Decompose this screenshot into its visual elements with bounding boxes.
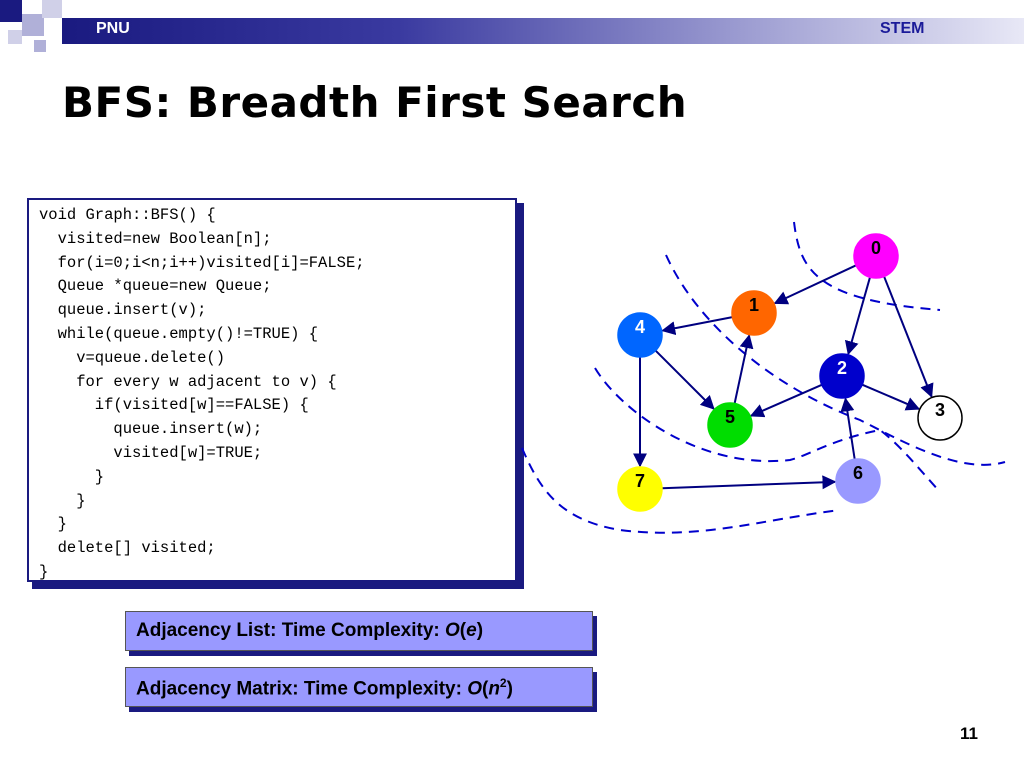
complexity-matrix-box: Adjacency Matrix: Time Complexity: O(n2) xyxy=(125,667,593,707)
logo-square-1 xyxy=(0,0,22,22)
logo-square-3 xyxy=(42,0,62,18)
code-line: visited=new Boolean[n]; xyxy=(39,229,272,248)
complexity-matrix-var: n xyxy=(488,678,500,700)
complexity-matrix-big-o: O xyxy=(467,678,482,700)
complexity-matrix-close: ) xyxy=(506,678,513,700)
complexity-list-prefix: Adjacency List: Time Complexity: xyxy=(136,620,446,641)
complexity-list-close: ) xyxy=(476,620,484,641)
page-number: 11 xyxy=(960,724,978,743)
code-box: void Graph::BFS() { visited=new Boolean[… xyxy=(27,198,517,582)
code-line: delete[] visited; xyxy=(39,539,216,558)
level-line-4 xyxy=(521,447,841,534)
edge-5-to-1 xyxy=(733,334,754,404)
logo-square-2 xyxy=(22,14,44,36)
edge-4-to-5 xyxy=(654,349,715,410)
complexity-list-box: Adjacency List: Time Complexity: O(e) xyxy=(125,611,593,651)
logo-square-4 xyxy=(8,30,22,44)
graph-node-label-6: 6 xyxy=(853,463,863,483)
complexity-list-open: ( xyxy=(459,620,467,641)
graph-node-3 xyxy=(917,395,963,441)
code-line: Queue *queue=new Queue; xyxy=(39,277,272,296)
graph-node-5 xyxy=(707,402,753,448)
code-line: for(i=0;i<n;i++)visited[i]=FALSE; xyxy=(39,253,365,272)
graph-node-6 xyxy=(835,458,881,504)
complexity-list-var: e xyxy=(466,620,477,641)
graph-node-0 xyxy=(853,233,899,279)
edge-6-to-2 xyxy=(840,397,856,460)
code-line: if(visited[w]==FALSE) { xyxy=(39,396,309,415)
edge-0-to-3 xyxy=(883,276,934,398)
graph-node-label-4: 4 xyxy=(635,317,645,337)
edge-1-to-4 xyxy=(661,316,733,336)
complexity-matrix-open: ( xyxy=(481,678,489,700)
edge-2-to-5 xyxy=(749,383,823,418)
code-line: while(queue.empty()!=TRUE) { xyxy=(39,324,319,343)
edge-7-to-6 xyxy=(661,475,837,490)
complexity-matrix-exp: 2 xyxy=(499,676,507,690)
header-right-label: STEM xyxy=(880,20,925,37)
graph-node-4 xyxy=(617,312,663,358)
complexity-matrix-prefix: Adjacency Matrix: Time Complexity: xyxy=(136,678,468,700)
edge-2-to-3 xyxy=(861,383,921,411)
graph-node-label-1: 1 xyxy=(749,295,759,315)
logo-square-5 xyxy=(34,40,46,52)
code-line: visited[w]=TRUE; xyxy=(39,443,263,462)
code-line: for every w adjacent to v) { xyxy=(39,372,337,391)
graph-node-2 xyxy=(819,353,865,399)
level-line-2 xyxy=(665,254,1006,466)
code-line: queue.insert(w); xyxy=(39,420,263,439)
graph-node-label-2: 2 xyxy=(837,358,847,378)
edge-0-to-1 xyxy=(773,264,857,305)
level-line-3 xyxy=(594,367,941,493)
graph-node-label-5: 5 xyxy=(725,407,735,427)
edge-0-to-2 xyxy=(844,276,871,356)
code-lines: void Graph::BFS() { visited=new Boolean[… xyxy=(39,204,365,585)
code-line: } xyxy=(39,562,49,581)
code-line: } xyxy=(39,467,105,486)
code-line: } xyxy=(39,491,86,510)
complexity-list-big-o: O xyxy=(445,620,460,641)
graph-node-1 xyxy=(731,290,777,336)
graph-node-7 xyxy=(617,466,663,512)
code-line: } xyxy=(39,515,67,534)
graph-node-label-7: 7 xyxy=(635,471,645,491)
code-line: queue.insert(v); xyxy=(39,301,207,320)
graph-node-label-0: 0 xyxy=(871,238,881,258)
page-title: BFS: Breadth First Search xyxy=(62,78,688,127)
code-line: void Graph::BFS() { xyxy=(39,206,216,224)
graph-node-label-3: 3 xyxy=(935,400,945,420)
header-left-label: PNU xyxy=(96,20,130,37)
code-line: v=queue.delete() xyxy=(39,348,226,367)
header-bar xyxy=(62,18,1024,44)
